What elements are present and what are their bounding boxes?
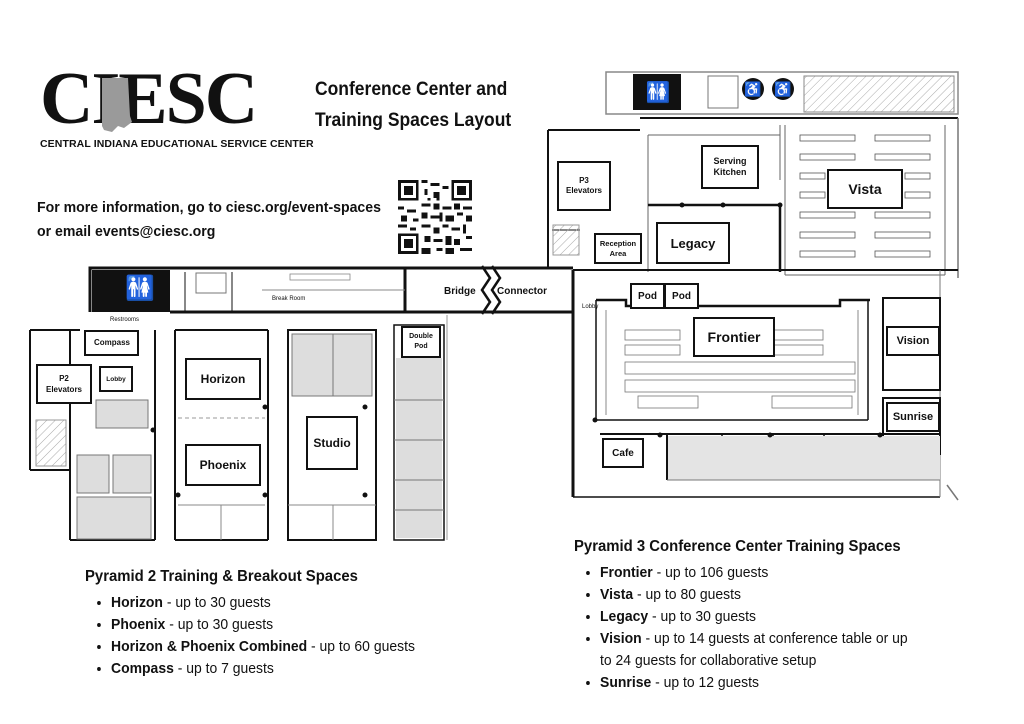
title-line-2: Training Spaces Layout xyxy=(315,110,512,131)
pyramid-3-spaces-list: Pyramid 3 Conference Center Training Spa… xyxy=(574,536,983,694)
accessible-icon: ♿ xyxy=(742,78,764,100)
label-restrooms: Restrooms xyxy=(110,317,140,323)
list-item: Frontier - up to 106 guests xyxy=(600,562,983,584)
info-line-1: For more information, go to ciesc.org/ev… xyxy=(37,199,381,216)
logo-letters: CIESC xyxy=(40,58,258,140)
qr-code-icon xyxy=(398,180,472,254)
room-legacy[interactable]: Legacy xyxy=(656,222,730,264)
contact-info: For more information, go to ciesc.org/ev… xyxy=(37,196,381,244)
pyramid-2-building xyxy=(29,266,448,541)
room-pod-2[interactable]: Pod xyxy=(664,283,699,309)
pyramid-3-heading: Pyramid 3 Conference Center Training Spa… xyxy=(574,538,901,555)
list-item: Horizon - up to 30 guests xyxy=(111,592,476,614)
list-item: Sunrise - up to 12 guests xyxy=(600,672,983,694)
pyramid-3-building xyxy=(547,71,959,501)
page-title: Conference Center and Training Spaces La… xyxy=(315,74,511,136)
room-cafe[interactable]: Cafe xyxy=(602,438,644,468)
label-connector: Connector xyxy=(497,286,547,297)
ciesc-logo: CIESC CENTRAL INDIANA EDUCATIONAL SERVIC… xyxy=(40,60,314,156)
room-lobby-p2[interactable]: Lobby xyxy=(99,366,133,392)
label-lobby-p3: Lobby xyxy=(582,304,599,310)
room-frontier[interactable]: Frontier xyxy=(693,317,775,357)
room-pod-1[interactable]: Pod xyxy=(630,283,665,309)
room-studio[interactable]: Studio xyxy=(306,416,358,470)
room-serving-kitchen[interactable]: Serving Kitchen xyxy=(701,145,759,189)
accessible-icon: ♿ xyxy=(772,78,794,100)
bridge-connector xyxy=(405,265,573,315)
restroom-icon: 🚻 xyxy=(645,82,671,104)
list-item: Phoenix - up to 30 guests xyxy=(111,614,476,636)
title-line-1: Conference Center and xyxy=(315,79,508,100)
room-vision[interactable]: Vision xyxy=(886,326,940,356)
room-p3-elevators[interactable]: P3 Elevators xyxy=(557,161,611,211)
pyramid-2-heading: Pyramid 2 Training & Breakout Spaces xyxy=(85,568,358,585)
room-double-pod[interactable]: Double Pod xyxy=(401,326,441,358)
restroom-icon: 🚻 xyxy=(125,275,155,302)
room-sunrise[interactable]: Sunrise xyxy=(886,402,940,432)
list-item: Compass - up to 7 guests xyxy=(111,658,476,680)
pyramid-2-spaces-list: Pyramid 2 Training & Breakout Spaces Hor… xyxy=(85,566,476,680)
list-item: Vista - up to 80 guests xyxy=(600,584,983,606)
room-horizon[interactable]: Horizon xyxy=(185,358,261,400)
room-compass[interactable]: Compass xyxy=(93,338,130,347)
label-bridge: Bridge xyxy=(444,286,476,297)
info-line-2: or email events@ciesc.org xyxy=(37,223,216,240)
label-break-room: Break Room xyxy=(272,296,306,302)
room-reception-area[interactable]: Reception Area xyxy=(594,233,642,264)
room-p2-elevators[interactable]: P2 Elevators xyxy=(36,364,92,404)
room-vista[interactable]: Vista xyxy=(827,169,903,209)
list-item: Horizon & Phoenix Combined - up to 60 gu… xyxy=(111,636,476,658)
list-item: Legacy - up to 30 guests xyxy=(600,606,983,628)
room-phoenix[interactable]: Phoenix xyxy=(185,444,261,486)
list-item: Vision - up to 14 guests at conference t… xyxy=(600,628,916,672)
logo-org-name: CENTRAL INDIANA EDUCATIONAL SERVICE CENT… xyxy=(40,138,314,150)
indiana-state-icon xyxy=(102,78,132,132)
